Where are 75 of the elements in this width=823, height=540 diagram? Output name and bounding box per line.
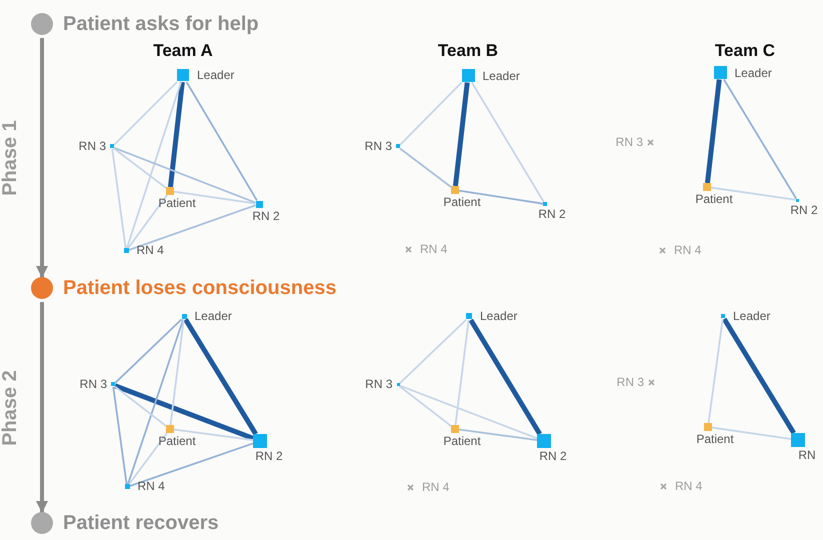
interaction-line	[454, 320, 470, 426]
member-label: RN 2	[252, 210, 280, 222]
member-label: Patient	[443, 435, 481, 447]
interaction-line	[704, 79, 722, 184]
interaction-line	[111, 148, 127, 249]
team-heading: Team A	[153, 42, 213, 59]
member-label: RN 4	[420, 243, 448, 255]
member-label: Patient	[158, 435, 196, 447]
interaction-line	[708, 318, 724, 424]
interaction-line	[398, 385, 452, 427]
interaction-line	[186, 82, 258, 201]
interaction-line	[398, 319, 467, 384]
member-label: Leader	[733, 310, 770, 322]
interaction-line	[126, 319, 184, 485]
event-label: Patient loses consciousness	[63, 278, 336, 298]
interaction-line	[113, 148, 167, 189]
interaction-line	[399, 82, 462, 146]
member-label: RN 4	[675, 480, 702, 492]
event-label: Patient asks for help	[63, 14, 259, 34]
team-heading: Team B	[438, 42, 498, 59]
interaction-line	[114, 146, 256, 204]
interaction-line	[471, 82, 545, 202]
member-label: RN 2	[538, 208, 566, 220]
interaction-line	[126, 82, 182, 249]
event-label: Patient recovers	[63, 513, 219, 533]
interaction-line	[128, 432, 168, 486]
member-label: Leader	[197, 69, 234, 81]
interaction-line	[399, 148, 452, 188]
interaction-line	[710, 186, 796, 201]
interaction-line	[468, 318, 542, 436]
interaction-line	[174, 190, 256, 204]
member-label: Leader	[482, 70, 520, 82]
member-label: Patient	[443, 196, 481, 208]
member-label: RN 4	[674, 244, 702, 256]
interaction-line	[128, 204, 256, 251]
interaction-line	[168, 82, 185, 188]
interaction-line	[399, 384, 538, 440]
member-label: RN 4	[138, 480, 165, 492]
member-label: RN 4	[422, 481, 450, 493]
interaction-line	[114, 383, 254, 441]
interaction-line	[452, 82, 470, 186]
member-label: RN 2	[255, 450, 283, 462]
member-label: Leader	[480, 310, 518, 322]
interaction-line	[712, 426, 792, 440]
interaction-line	[183, 318, 258, 436]
member-label: RN 2	[790, 204, 818, 216]
interaction-line	[129, 442, 254, 487]
interaction-line	[170, 319, 185, 426]
timeline-arrow	[36, 38, 48, 278]
interaction-line	[174, 428, 254, 441]
interaction-line	[114, 318, 182, 384]
member-label: RN 4	[136, 244, 164, 256]
interaction-line	[112, 386, 128, 485]
interaction-line	[113, 81, 178, 146]
member-label: RN 3	[616, 376, 644, 388]
member-label: RN	[798, 449, 816, 461]
timeline-arrow	[36, 302, 48, 513]
interaction-line	[723, 79, 797, 199]
member-label: Leader	[734, 66, 772, 78]
member-label: Leader	[194, 310, 232, 322]
interaction-line	[458, 190, 544, 205]
member-label: Patient	[696, 433, 734, 445]
member-label: RN 3	[616, 136, 643, 148]
member-label: RN 3	[80, 378, 107, 390]
interaction-line	[458, 428, 538, 441]
member-label: RN 3	[78, 140, 106, 152]
interaction-line	[114, 386, 167, 427]
interaction-line	[722, 318, 796, 434]
member-label: RN 3	[365, 378, 392, 390]
member-label: Patient	[158, 197, 196, 209]
member-label: Patient	[695, 193, 733, 205]
member-label: RN 3	[364, 140, 392, 152]
member-label: RN 2	[539, 450, 567, 462]
interaction-line	[127, 194, 168, 250]
team-heading: Team C	[714, 42, 776, 59]
